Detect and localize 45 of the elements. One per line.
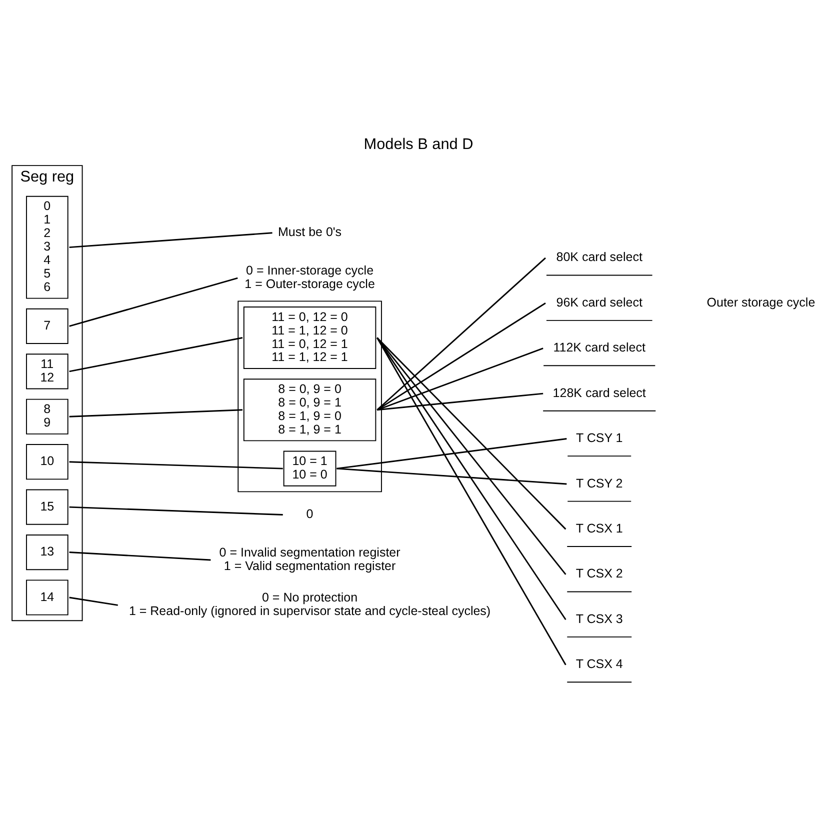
connector (69, 596, 118, 606)
connector (377, 392, 544, 410)
node-text: T CSX 3 (576, 611, 623, 626)
cluster (238, 300, 382, 492)
connector (69, 336, 243, 372)
node-box: 7 (26, 308, 68, 344)
connector (376, 347, 544, 410)
connector (69, 460, 283, 469)
connector (376, 256, 546, 410)
connector (376, 336, 566, 530)
node-text: 0 = Invalid segmentation register 1 = Valid segmentation register (219, 545, 400, 572)
node-text: T CSY 2 (576, 476, 623, 490)
node-box: 13 (26, 534, 68, 570)
connector (69, 408, 242, 417)
node-text: T CSY 1 (576, 430, 623, 445)
node-text: 0 = Inner-storage cycle 1 = Outer-storage cycle (244, 263, 375, 291)
node-box: 15 (26, 488, 68, 524)
node-text: 128K card select (552, 385, 646, 400)
node-text: 0 = No protection 1 = Read-only (ignored in supervisor state and cycle-steal cycles) (128, 590, 491, 618)
node-box: 8 = 0, 9 = 0 8 = 0, 9 = 1 8 = 1, 9 = 0 8 = 1, 9 = 1 (243, 378, 376, 441)
node-text: T CSX 2 (576, 566, 623, 580)
node-box: 10 (26, 444, 68, 480)
node-text: 96K card select (556, 294, 642, 309)
connector (336, 438, 567, 469)
connector (336, 467, 567, 484)
node-text: 80K card select (556, 250, 642, 264)
node-box: 10 = 1 10 = 0 (283, 450, 336, 486)
node-box: 0 1 2 3 4 5 6 (26, 195, 68, 298)
connector (69, 506, 283, 515)
connector (69, 232, 272, 248)
node-box: 8 9 (26, 398, 68, 434)
node-box: 14 (26, 579, 68, 615)
connector (69, 551, 211, 560)
node-text: 0 (306, 506, 314, 521)
diagram-title: Models B and D (364, 136, 474, 153)
label: Outer storage cycle (706, 294, 816, 309)
node-text: T CSX 4 (576, 656, 623, 671)
node-text: 112K card select (553, 340, 646, 354)
node-text: T CSX 1 (576, 520, 623, 535)
connector (69, 276, 238, 326)
connector (376, 336, 566, 574)
node-text: Must be 0's (278, 224, 342, 239)
connector (376, 302, 546, 410)
node-box: 11 12 (26, 353, 68, 389)
node-box: 11 = 0, 12 = 0 11 = 1, 12 = 0 11 = 0, 12 = 1 11 = 1, 12 = 1 (243, 306, 376, 369)
